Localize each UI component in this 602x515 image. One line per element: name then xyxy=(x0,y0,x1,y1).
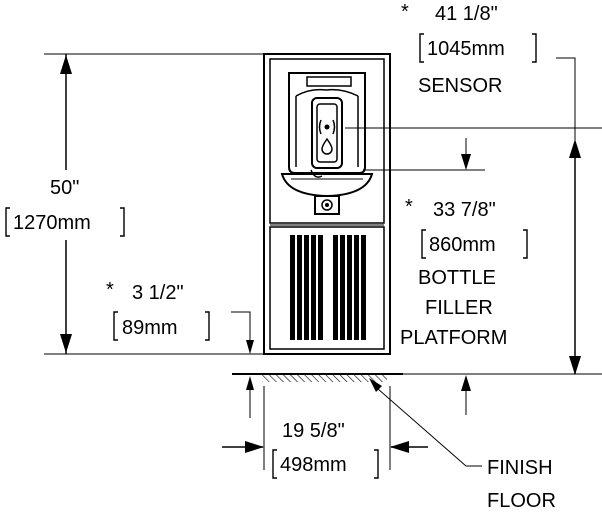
sensor-imperial: 41 1/8" xyxy=(435,3,498,25)
sensor-housing xyxy=(311,97,343,169)
platform-label-line1: BOTTLE xyxy=(418,267,496,289)
overall-height-metric: 1270mm xyxy=(13,212,91,234)
platform-dimension xyxy=(363,138,485,415)
platform-star: * xyxy=(405,196,413,218)
catch-basin xyxy=(280,173,374,198)
width-bracket-right xyxy=(374,449,379,479)
overall-height-bracket-left xyxy=(5,207,10,237)
overall-height-imperial: 50" xyxy=(50,177,79,199)
platform-bracket-left xyxy=(421,229,426,259)
finish-floor-label-line1: FINISH xyxy=(487,457,553,479)
sensor-bracket-left xyxy=(419,33,424,63)
overall-height-bracket-right xyxy=(120,207,125,237)
width-imperial: 19 5/8" xyxy=(282,420,345,442)
sensor-label: SENSOR xyxy=(418,75,502,97)
base-offset-star: * xyxy=(106,279,114,301)
upper-panel xyxy=(269,58,385,224)
housing-outline xyxy=(263,53,391,355)
finish-floor-leader xyxy=(369,378,482,467)
platform-label-line2: FILLER xyxy=(425,297,493,319)
base-offset-bracket-right xyxy=(205,311,210,341)
chiller-grille xyxy=(290,235,366,340)
sensor-metric: 1045mm xyxy=(427,38,505,60)
push-button xyxy=(314,195,340,215)
sensor-star: * xyxy=(401,1,409,23)
platform-label-line3: PLATFORM xyxy=(400,327,507,349)
base-offset-dimension xyxy=(231,311,254,418)
sensor-icon xyxy=(318,119,336,135)
platform-metric: 860mm xyxy=(429,234,496,256)
width-metric: 498mm xyxy=(280,454,347,476)
platform-imperial: 33 7/8" xyxy=(433,199,496,221)
lower-panel xyxy=(269,226,385,350)
base-offset-metric: 89mm xyxy=(122,317,178,339)
overall-height-dimension xyxy=(44,53,264,355)
sensor-bracket-right xyxy=(532,33,537,63)
base-offset-bracket-left xyxy=(113,311,118,341)
width-bracket-left xyxy=(272,449,277,479)
filler-bezel xyxy=(288,72,366,174)
platform-bracket-right xyxy=(523,229,528,259)
display-window xyxy=(306,76,352,87)
bottle-filler-unit xyxy=(263,53,391,355)
water-drop-icon xyxy=(321,137,333,155)
finish-floor xyxy=(232,373,403,382)
finish-floor-label-line2: FLOOR xyxy=(487,490,556,512)
sensor-dimension xyxy=(345,57,602,375)
base-offset-imperial: 3 1/2" xyxy=(132,282,184,304)
